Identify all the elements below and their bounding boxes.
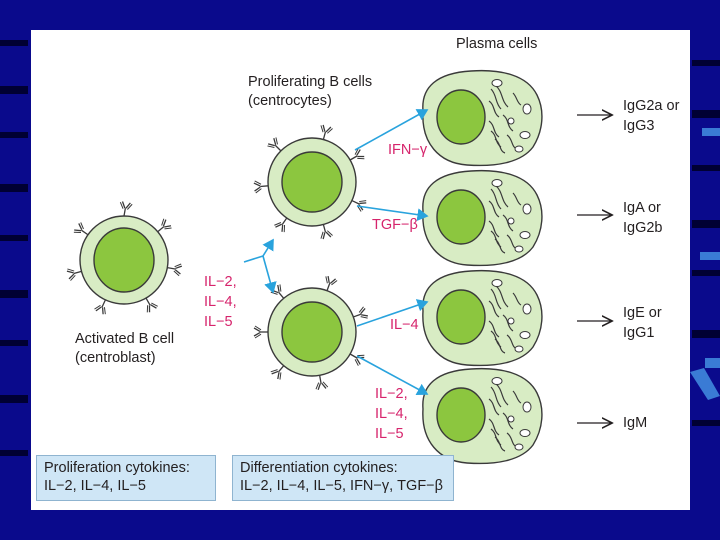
plasma-cell-1 xyxy=(422,69,543,167)
plasma-cells-title: Plasma cells xyxy=(456,36,538,52)
arrow-il245 xyxy=(356,355,429,396)
output-1-line2: IgG3 xyxy=(623,118,655,134)
cytokine-center-3: IL−5 xyxy=(204,314,233,330)
output-1-line1: IgG2a or xyxy=(623,98,680,114)
arrow-activated-split xyxy=(243,255,264,263)
plasma-cell-3 xyxy=(422,269,543,367)
proliferating-b-cell-lower xyxy=(253,274,370,391)
output-3-line1: IgE or xyxy=(623,305,662,321)
cytokine-center-2: IL−4, xyxy=(204,294,237,310)
output-4-line1: IgM xyxy=(623,415,648,431)
arrow-tgf xyxy=(356,205,429,221)
arrow-to-lower xyxy=(262,255,277,294)
differentiation-legend-title: Differentiation cytokines: xyxy=(240,460,398,476)
plasma-cell-2 xyxy=(422,169,543,267)
arrow-il4 xyxy=(356,299,429,327)
output-3-line2: IgG1 xyxy=(623,325,655,341)
proliferation-legend-title: Proliferation cytokines: xyxy=(44,460,190,476)
differentiation-legend: Differentiation cytokines: IL−2, IL−4, I… xyxy=(232,455,454,501)
proliferation-legend: Proliferation cytokines: IL−2, IL−4, IL−… xyxy=(36,455,216,501)
plasma-cell-4 xyxy=(422,367,543,465)
cytokine-bottom-2: IL−4, xyxy=(375,406,408,422)
cytokine-ifn: IFN−γ xyxy=(388,142,428,158)
cytokine-il4: IL−4 xyxy=(390,317,419,333)
activated-label-line1: Activated B cell xyxy=(75,331,175,347)
activated-b-cell xyxy=(65,200,183,316)
proliferating-label-line1: Proliferating B cells xyxy=(248,74,373,90)
cytokine-center-1: IL−2, xyxy=(204,274,237,290)
b-cell-diagram xyxy=(65,69,690,465)
cytokine-bottom-1: IL−2, xyxy=(375,386,408,402)
arrow-to-upper xyxy=(262,238,274,257)
proliferation-legend-list: IL−2, IL−4, IL−5 xyxy=(44,478,146,494)
differentiation-legend-list: IL−2, IL−4, IL−5, IFN−γ, TGF−β xyxy=(240,478,443,494)
output-2-line1: IgA or xyxy=(623,200,661,216)
output-2-line2: IgG2b xyxy=(623,220,663,236)
proliferating-b-cell-upper xyxy=(253,123,368,241)
cytokine-tgf: TGF−β xyxy=(372,217,418,233)
activated-label-line2: (centroblast) xyxy=(75,350,156,366)
arrow-ifn xyxy=(354,109,429,151)
proliferating-label-line2: (centrocytes) xyxy=(248,93,332,109)
cytokine-bottom-3: IL−5 xyxy=(375,426,404,442)
